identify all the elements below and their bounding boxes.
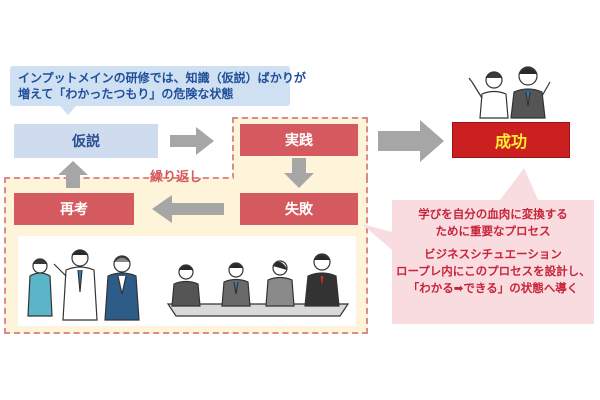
- repeat-label: 繰り返し: [150, 170, 203, 185]
- person-meeting-3-icon: [265, 260, 295, 307]
- step-reflection-label: 再考: [60, 202, 88, 218]
- step-failure-label: 失敗: [285, 202, 313, 218]
- step-failure-box: 失敗: [240, 193, 358, 225]
- step-success-box: 成功: [452, 122, 570, 158]
- callout-bottom-pointer-up: [500, 168, 538, 200]
- person-celebrating-man-icon: [510, 66, 551, 119]
- person-meeting-2-icon: [221, 262, 251, 307]
- step-hypothesis-box: 仮説: [14, 124, 158, 158]
- callout-top-pointer: [60, 106, 76, 115]
- celebrating-people-icon: [468, 66, 551, 119]
- arrow-left-icon: [152, 195, 224, 223]
- callout-bottom-line-4: ロープレ内にこのプロセスを設計し、: [396, 264, 591, 278]
- person-woman-icon: [27, 258, 53, 317]
- step-reflection-box: 再考: [14, 193, 134, 225]
- callout-process: 学びを自分の血肉に変換する ために重要なプロセス ビジネスシチュエーション ロー…: [392, 200, 594, 324]
- person-man-talking-icon: [104, 255, 140, 321]
- arrow-right-icon: [170, 127, 214, 155]
- callout-top-line-2: 増えて「わかったつもり」の危険な状態: [18, 87, 234, 101]
- callout-bottom-line-5: 「わかる➡できる」の状態へ導く: [407, 281, 579, 295]
- person-man-pointing-icon: [53, 249, 98, 321]
- arrow-up-icon: [58, 161, 88, 188]
- business-people-illustration: [27, 249, 350, 321]
- callout-bottom-line-3: ビジネスシチュエーション: [424, 247, 562, 261]
- callout-input-training: インプットメインの研修では、知識（仮説）ばかりが 増えて「わかったつもり」の危険…: [10, 66, 306, 106]
- arrow-right-large-icon: [378, 120, 444, 162]
- illustration-panel: [18, 236, 356, 326]
- callout-bottom-line-2: ために重要なプロセス: [435, 224, 551, 238]
- arrow-down-icon: [284, 158, 314, 188]
- person-celebrating-woman-icon: [468, 71, 509, 119]
- callout-top-line-1: インプットメインの研修では、知識（仮説）ばかりが: [18, 71, 306, 85]
- person-meeting-1-icon: [171, 264, 201, 307]
- person-meeting-4-icon: [304, 253, 340, 307]
- callout-bottom-pointer: [362, 224, 392, 250]
- step-hypothesis-label: 仮説: [72, 134, 100, 150]
- callout-bottom-line-1: 学びを自分の血肉に変換する: [418, 207, 568, 221]
- step-success-label: 成功: [494, 132, 527, 151]
- step-practice-box: 実践: [240, 124, 358, 156]
- step-practice-label: 実践: [285, 133, 313, 149]
